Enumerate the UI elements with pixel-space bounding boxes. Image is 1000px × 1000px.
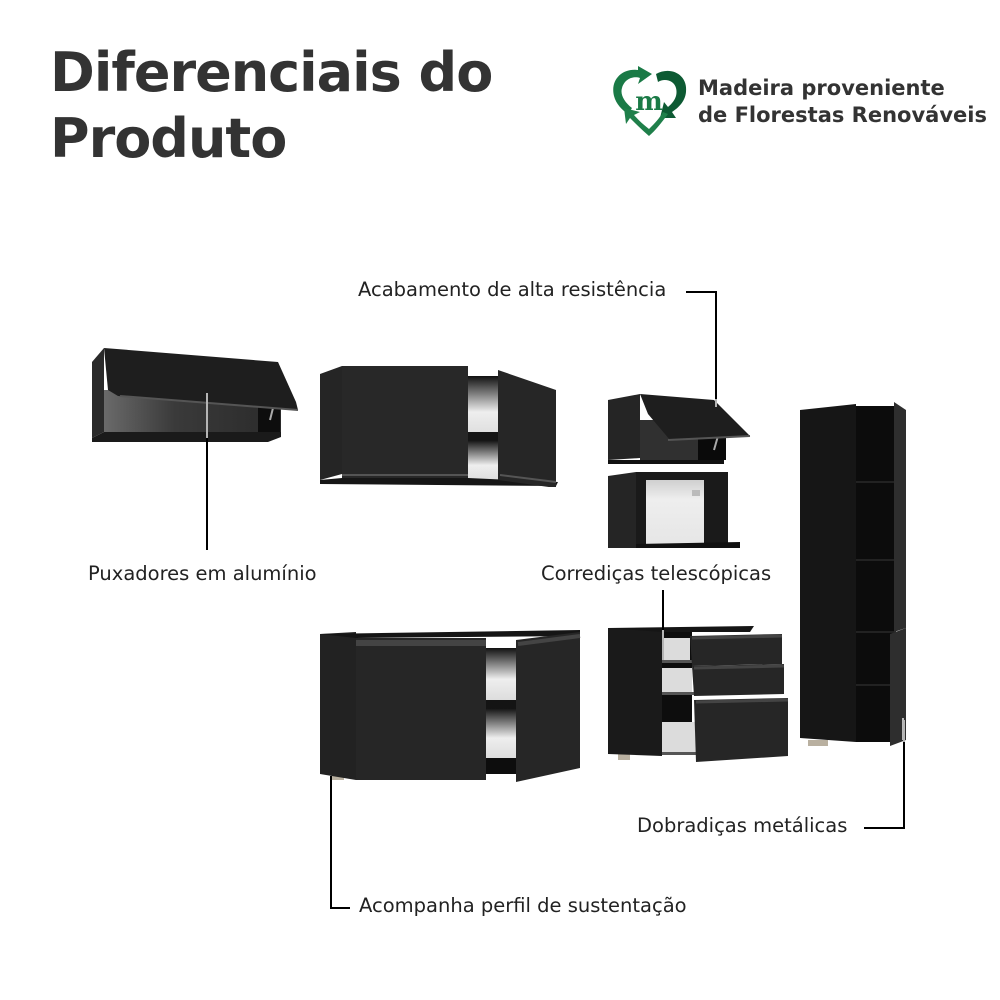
base-cabinet-2-doors	[320, 630, 581, 782]
callout-corredicas: Corrediças telescópicas	[541, 562, 772, 585]
wall-cabinet-niche	[608, 472, 740, 548]
tall-pantry	[800, 402, 906, 746]
connector-acabamento-v	[715, 291, 717, 401]
page-title: Diferenciais do Produto	[50, 40, 570, 172]
connector-dobradicas-h	[864, 827, 905, 829]
connector-dobradicas-v	[903, 742, 905, 829]
connector-acabamento-tip	[715, 399, 717, 407]
wall-cabinet-small-flip	[608, 394, 751, 464]
title-line-2: Produto	[50, 107, 287, 170]
recycle-heart-m-logo-icon: m	[613, 66, 687, 136]
connector-perfil-v	[330, 776, 332, 909]
wall-cabinet-flip-up	[92, 348, 299, 442]
drawer-unit	[608, 626, 789, 762]
connector-corredicas-v	[662, 590, 664, 630]
callout-dobradicas: Dobradiças metálicas	[637, 814, 848, 837]
connector-dobradicas-tip	[903, 720, 905, 742]
badge-line-2: de Florestas Renováveis	[698, 103, 987, 127]
callout-puxadores: Puxadores em alumínio	[88, 562, 317, 585]
connector-acabamento-h	[686, 291, 717, 293]
badge-text: Madeira proveniente de Florestas Renováv…	[698, 75, 987, 129]
connector-perfil-h	[330, 907, 350, 909]
callout-perfil: Acompanha perfil de sustentação	[359, 894, 687, 917]
connector-puxadores-tip	[206, 393, 208, 438]
callout-acabamento: Acabamento de alta resistência	[358, 278, 667, 301]
connector-puxadores-v	[206, 438, 208, 550]
badge-line-1: Madeira proveniente	[698, 76, 945, 100]
wall-cabinet-2-doors	[320, 366, 558, 487]
renewable-wood-badge: m Madeira proveniente de Florestas Renov…	[608, 64, 987, 140]
title-line-1: Diferenciais do	[50, 41, 493, 104]
svg-text:m: m	[635, 87, 663, 117]
connector-corredicas-tip	[662, 630, 664, 660]
